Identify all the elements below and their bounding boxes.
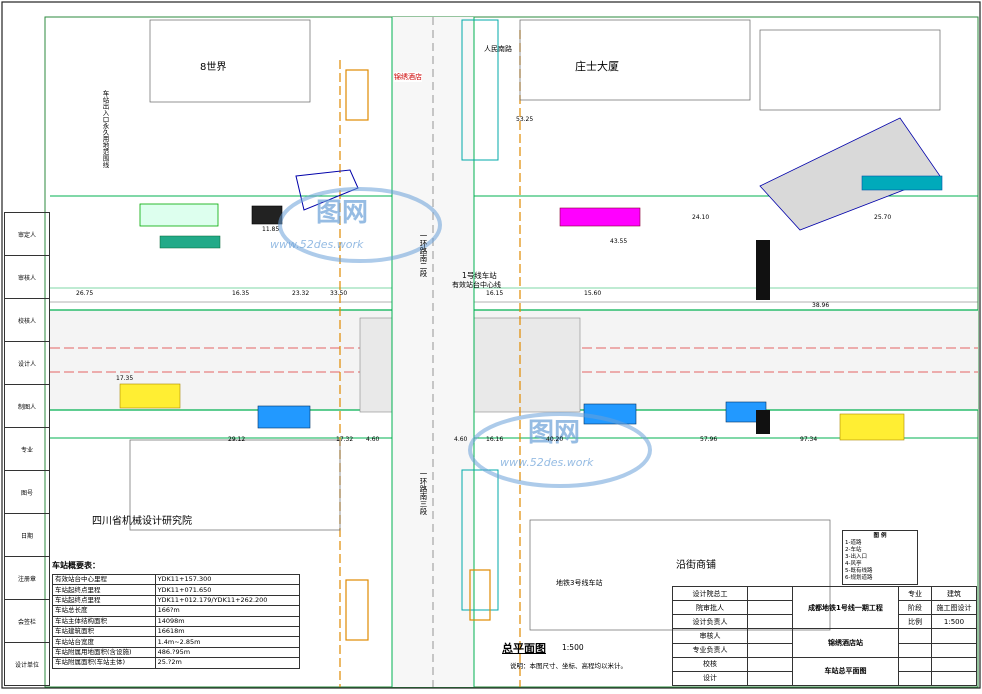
metro3-station-label: 地铁3号线车站 (556, 579, 603, 587)
dimension-label: 29.12 (228, 436, 246, 443)
side-band-cell: 审定人 (4, 212, 50, 256)
dimension-label: 40.20 (546, 436, 564, 443)
watermark-url-1: www.52des.work (270, 238, 364, 251)
road-north-label: 人民南路 (484, 45, 512, 53)
side-signature-band: 审定人 审核人 校核人 设计人 制图人 专业 图号 日期 注册章 会签栏 设计单… (4, 212, 50, 686)
legend-item: 2-车站 (845, 547, 862, 553)
left-vertical-note: 车站出入口永久用地范围线 (101, 90, 109, 168)
dimension-label: 25.70 (874, 214, 892, 221)
side-band-cell: 校核人 (4, 298, 50, 342)
side-band-cell: 注册章 (4, 556, 50, 600)
side-band-cell: 日期 (4, 513, 50, 557)
role-cell: 专业负责人 (672, 642, 748, 658)
dimension-label: 53.25 (516, 116, 534, 123)
legend-item: 4-风亭 (845, 561, 862, 567)
side-band-cell: 设计单位 (4, 642, 50, 686)
dimension-label: 4.60 (454, 436, 468, 443)
legend-item: 3-出入口 (845, 554, 867, 560)
dimension-label: 26.75 (76, 290, 94, 297)
platform-center-line-label: 有效站台中心线 (452, 281, 501, 289)
side-band-cell: 会签栏 (4, 599, 50, 643)
drawing-scale: 1:500 (562, 643, 584, 652)
role-cell: 审核人 (672, 628, 748, 644)
dimension-label: 16.16 (486, 436, 504, 443)
dimension-label: 97.34 (800, 436, 818, 443)
title-block: 设计院总工 成都地铁1号线一期工程 专业 建筑 院审批人 阶段 施工图设计 设计… (672, 585, 977, 687)
role-cell: 设计 (672, 670, 748, 687)
side-band-cell: 专业 (4, 427, 50, 471)
role-cell: 校核 (672, 656, 748, 672)
watermark-brand-2: 图网 (528, 418, 581, 448)
role-cell: 院审批人 (672, 600, 748, 616)
watermark-logo (278, 187, 652, 488)
side-band-cell: 制图人 (4, 384, 50, 428)
dimension-label: 33.50 (330, 290, 348, 297)
stage-label: 阶段 (898, 600, 932, 616)
legend-item: 6-规划道路 (845, 575, 873, 581)
road-south-label: 一环路南三段 (419, 470, 428, 515)
building-sichuan-label: 四川省机械设计研究院 (92, 516, 192, 527)
scale-value: 1:500 (931, 614, 977, 630)
dimension-label: 15.60 (584, 290, 602, 297)
legend-box: 图 例 1-道路 2-车站 3-出入口 4-风亭 5-既有线路 6-规划道路 (842, 530, 918, 585)
dimension-label: 57.96 (700, 436, 718, 443)
scale-label: 比例 (898, 614, 932, 630)
legend-item: 1-道路 (845, 540, 862, 546)
table-row: 车站附属面积(车站主体)25.?2m (52, 657, 301, 669)
dimension-label: 43.55 (610, 238, 628, 245)
project-name: 锦绣酒店站 (792, 628, 899, 658)
legend-item: 5-既有线路 (845, 568, 873, 574)
dimension-label: 17.35 (116, 375, 134, 382)
role-cell: 设计负责人 (672, 614, 748, 630)
side-band-cell: 图号 (4, 470, 50, 514)
dimension-label: 17.32 (336, 436, 354, 443)
station-summary-heading: 车站概要表： (52, 561, 100, 570)
building-zhuangshi-label: 庄士大厦 (575, 60, 619, 73)
company-name: 成都地铁1号线一期工程 (792, 585, 899, 630)
legend-title: 图 例 (873, 533, 887, 539)
watermark-brand-1: 图网 (316, 198, 369, 228)
dimension-label: 4.60 (366, 436, 380, 443)
profession-value: 建筑 (931, 585, 977, 602)
dimension-label: 38.96 (812, 302, 830, 309)
role-cell: 设计院总工 (672, 585, 748, 602)
dimension-label: 23.32 (292, 290, 310, 297)
dimension-label: 16.15 (486, 290, 504, 297)
watermark-url-2: www.52des.work (500, 456, 594, 469)
side-band-cell: 审核人 (4, 255, 50, 299)
stage-value: 施工图设计 (931, 600, 977, 616)
station-center-label: 1号线车站 (462, 271, 497, 280)
sheet-name: 车站总平面图 (792, 656, 899, 687)
hotel-label: 锦绣酒店 (394, 72, 422, 82)
dimension-label: 24.10 (692, 214, 710, 221)
table-row: 车站附属用地面积(含设施)486.?95m (52, 646, 301, 659)
drawing-title: 总平面图 (502, 642, 546, 655)
dimension-label: 11.85 (262, 226, 280, 233)
side-band-cell: 设计人 (4, 341, 50, 385)
road-label-north: 一环路南二段 (419, 232, 428, 277)
dimension-label: 16.35 (232, 290, 250, 297)
profession-label: 专业 (898, 585, 932, 602)
building-8world-label: 8世界 (200, 62, 227, 73)
building-yanjie-label: 沿街商铺 (676, 560, 716, 571)
drawing-note: 说明：本图尺寸、坐标、高程均以米计。 (510, 662, 627, 670)
